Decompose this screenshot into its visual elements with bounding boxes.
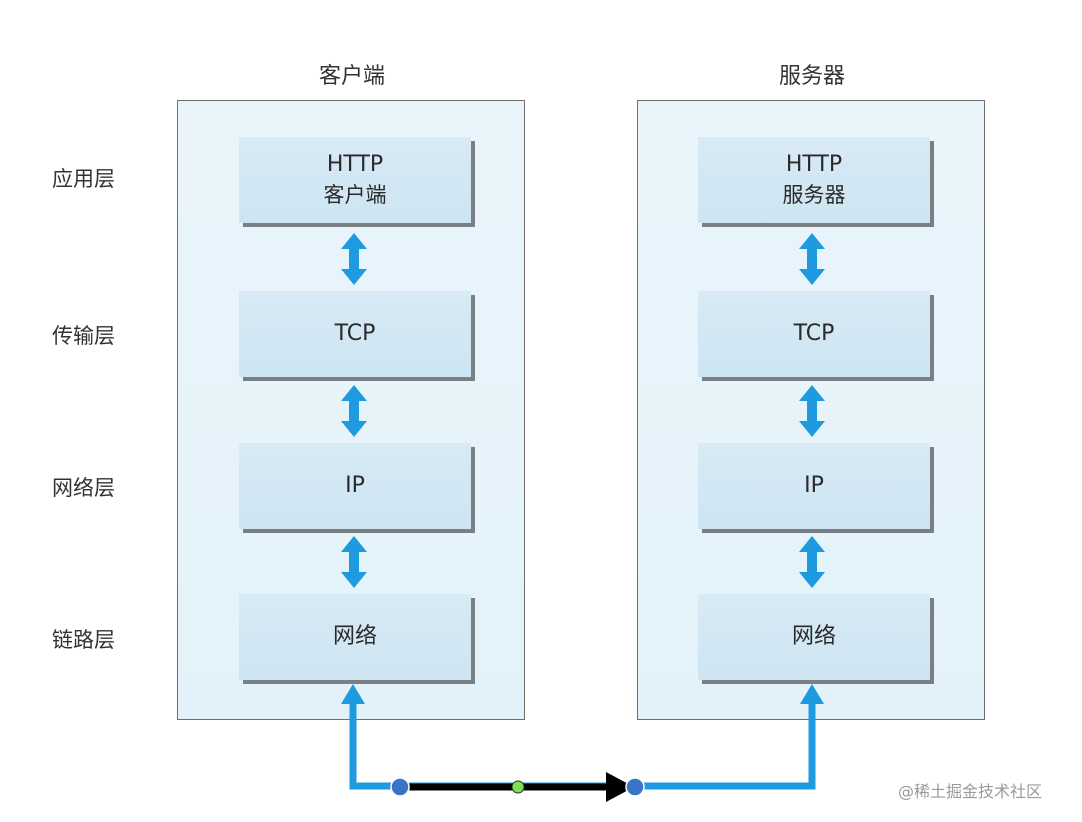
client-link-label: 网络: [332, 623, 377, 649]
server-column-title: 服务器: [778, 64, 845, 89]
server-http-box: HTTP 服务器: [698, 137, 930, 223]
server-ip-label: IP: [804, 472, 824, 498]
client-network-link-double-arrow-icon: [341, 536, 367, 588]
client-http-sublabel: 客户端: [323, 182, 387, 207]
server-http-label: HTTP: [785, 151, 843, 177]
server-network-link-double-arrow-icon: [799, 536, 825, 588]
server-ip-box: IP: [698, 443, 930, 529]
server-tcp-box: TCP: [698, 291, 930, 377]
connector-start-handle[interactable]: [390, 777, 410, 797]
server-app-transport-double-arrow-icon: [799, 233, 825, 285]
client-app-transport-double-arrow-icon: [341, 233, 367, 285]
client-ip-box: IP: [239, 443, 471, 529]
server-transport-network-double-arrow-icon: [799, 385, 825, 437]
server-link-label: 网络: [791, 623, 836, 649]
physical-link-line: [349, 700, 816, 790]
client-http-label: HTTP: [326, 151, 384, 177]
server-up-arrowhead-icon: [800, 684, 824, 704]
client-ip-label: IP: [345, 472, 365, 498]
connector-mid-handle[interactable]: [511, 780, 525, 794]
client-column-title: 客户端: [318, 64, 385, 89]
client-link-box: 网络: [239, 594, 471, 680]
layer-label-application: 应用层: [52, 167, 115, 191]
server-link-box: 网络: [698, 594, 930, 680]
client-transport-network-double-arrow-icon: [341, 385, 367, 437]
watermark: @稀土掘金技术社区: [898, 782, 1043, 801]
layer-label-link: 链路层: [52, 628, 115, 652]
layer-label-network: 网络层: [52, 476, 115, 500]
client-up-arrowhead-icon: [341, 684, 365, 704]
client-tcp-label: TCP: [334, 320, 376, 346]
client-panel: HTTP 客户端 TCP IP 网络: [177, 100, 525, 720]
server-http-sublabel: 服务器: [782, 182, 846, 207]
server-tcp-label: TCP: [793, 320, 835, 346]
client-http-box: HTTP 客户端: [239, 137, 471, 223]
connector-end-handle[interactable]: [625, 777, 645, 797]
client-tcp-box: TCP: [239, 291, 471, 377]
layer-label-transport: 传输层: [52, 324, 115, 348]
connector-arrowhead-icon: [606, 772, 634, 802]
